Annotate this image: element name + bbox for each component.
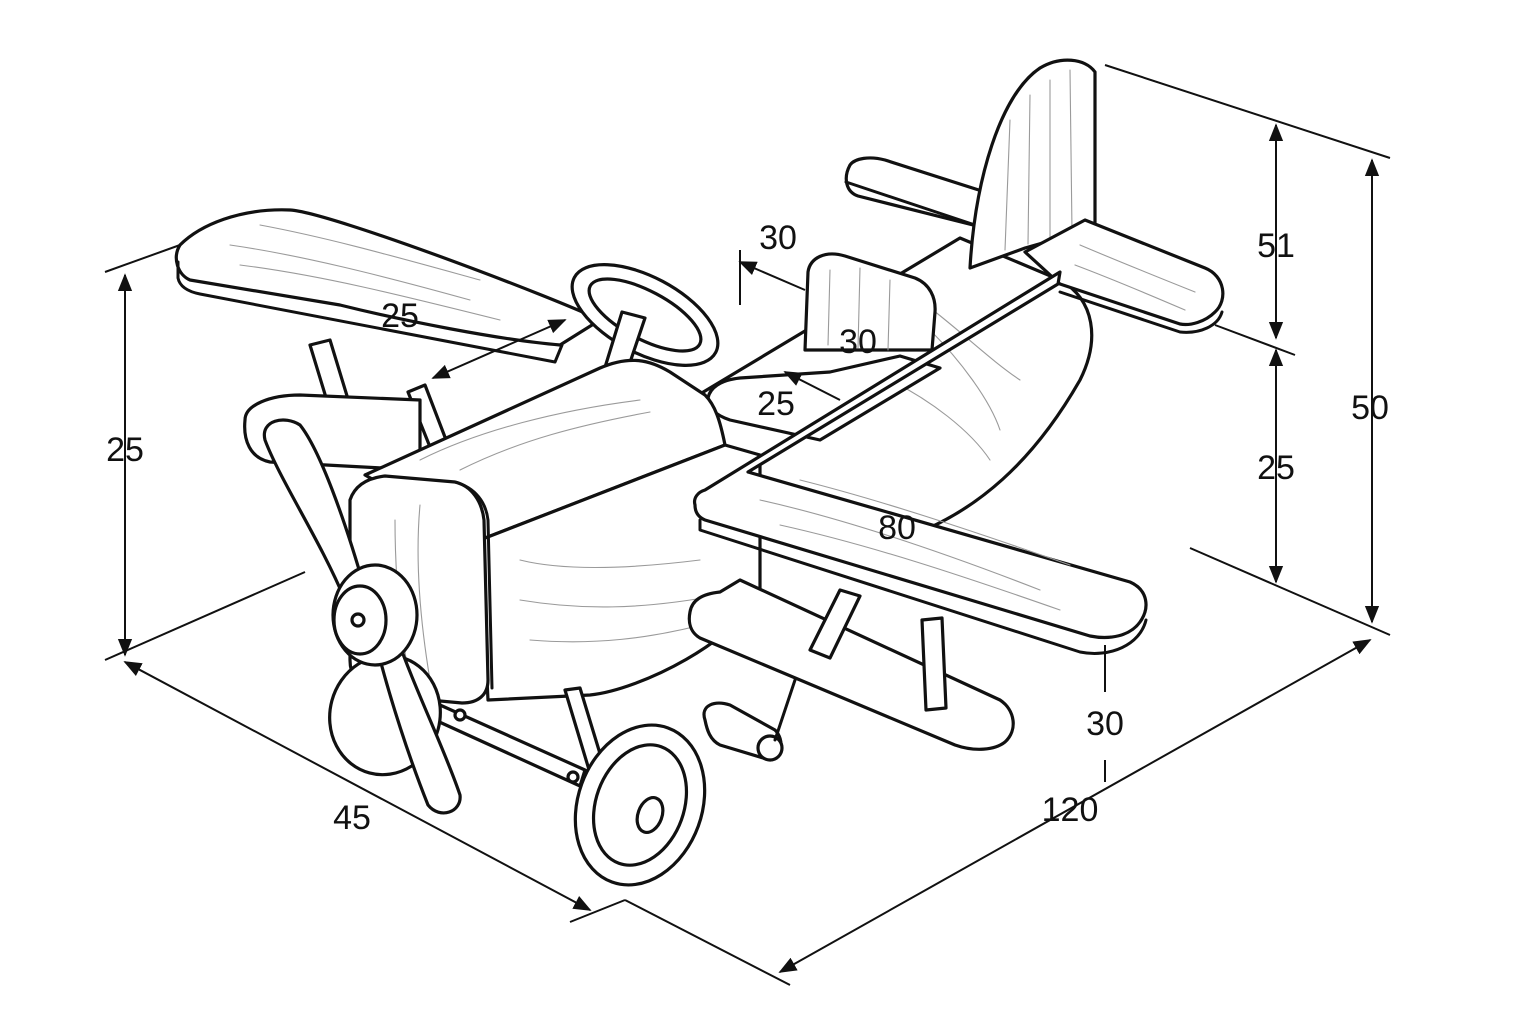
- dim-lower-wing-length: 80: [878, 509, 916, 547]
- right-stabilizer: [1023, 218, 1225, 327]
- dim-overall-height: 50: [1351, 389, 1389, 427]
- dim-overall-length: 120: [1042, 791, 1099, 829]
- dim-overall-width: 45: [333, 799, 371, 837]
- left-stabilizer: [844, 156, 987, 230]
- seat-back: [803, 252, 937, 352]
- right-wing-plank: [692, 270, 1148, 640]
- dimension-lines: [104, 64, 1391, 986]
- propeller-blade-upper: [262, 418, 367, 602]
- dim-lower-wing-clearance: 30: [1086, 705, 1124, 743]
- dim-seat-back-offset: 30: [759, 219, 797, 257]
- dim-body-height: 25: [1257, 449, 1295, 487]
- dim-seat-depth: 25: [757, 385, 795, 423]
- dim-nose-height: 25: [106, 431, 144, 469]
- dim-upper-wing-span: 25: [381, 297, 419, 335]
- dim-seat-back-height: 30: [839, 323, 877, 361]
- vertical-tail-fin: [968, 58, 1097, 270]
- dimension-labels: 25 30 30 25 51 50 25 80 30 120 25 45: [106, 219, 1389, 837]
- fuselage: [348, 358, 762, 705]
- dim-tail-fin-height: 51: [1257, 227, 1295, 265]
